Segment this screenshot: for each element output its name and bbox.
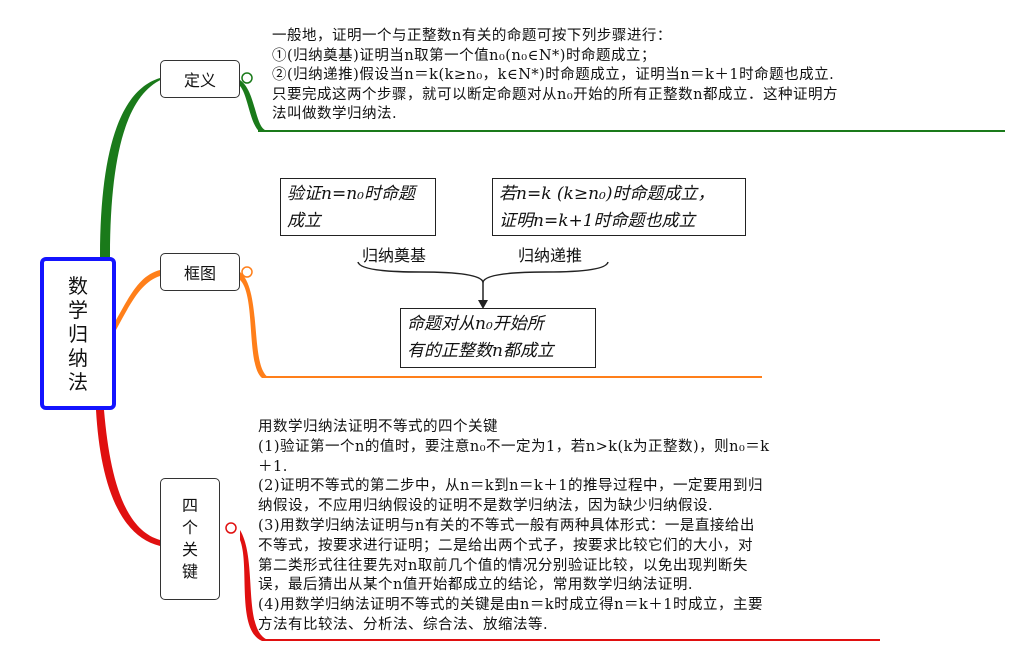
- connector-keys-tail: [240, 530, 268, 641]
- text-line: ＋1.: [258, 458, 288, 475]
- text-line: 只要完成这两个步骤，就可以断定命题对从n₀开始的所有正整数n都成立．这种证明方: [272, 86, 838, 103]
- text-line: (2)证明不等式的第二步中，从n＝k到n＝k＋1的推导过程中，一定要用到归: [258, 478, 764, 495]
- flow-box-base: 验证n=n₀时命题 成立: [280, 178, 436, 236]
- text-line: (4)用数学归纳法证明不等式的关键是由n＝k时成立得n＝k＋1时成立，主要: [258, 597, 764, 614]
- connector-keys: [96, 410, 160, 546]
- connector-definition: [100, 78, 165, 258]
- text-line: 误，最后猜出从某个n值开始都成立的结论，常用数学归纳法证明.: [258, 577, 693, 594]
- connector-framework: [116, 270, 160, 330]
- text-line: 纳假设，不应用归纳假设的证明不是数学归纳法，因为缺少归纳假设.: [258, 498, 714, 515]
- label-induction-step: 归纳递推: [518, 246, 583, 265]
- text-line: 一般地，证明一个与正整数n有关的命题可按下列步骤进行：: [272, 28, 672, 44]
- text-line: 方法有比较法、分析法、综合法、放缩法等.: [258, 616, 549, 633]
- text-line: ①(归纳奠基)证明当n取第一个值n₀(n₀∈N*)时命题成立；: [272, 47, 656, 64]
- branch-keys[interactable]: 四个关键: [160, 478, 220, 600]
- text-line: 用数学归纳法证明不等式的四个关键: [258, 419, 498, 435]
- definition-text: 一般地，证明一个与正整数n有关的命题可按下列步骤进行： ①(归纳奠基)证明当n取…: [272, 27, 838, 125]
- root-node[interactable]: 数学归纳法: [40, 257, 116, 410]
- keys-text: 用数学归纳法证明不等式的四个关键 (1)验证第一个n的值时，要注意n₀不一定为1…: [258, 418, 770, 636]
- text-line: 法叫做数学归纳法.: [272, 106, 398, 123]
- flow-box-conclusion: 命题对从n₀开始所 有的正整数n都成立: [400, 308, 596, 368]
- branch-framework[interactable]: 框图: [160, 253, 240, 291]
- flow-box-step: 若n=k (k≥n₀)时命题成立， 证明n=k+1时命题也成立: [492, 178, 746, 236]
- text-line: 第二类形式往往要先对n取前几个值的情况分别验证比较，以免出现判断失: [258, 557, 748, 574]
- text-line: (3)用数学归纳法证明与n有关的不等式一般有两种具体形式：一是直接给出: [258, 517, 755, 534]
- arrow-head: [478, 300, 488, 309]
- connector-definition-tail: [240, 80, 265, 132]
- connector-framework-tail: [240, 272, 268, 378]
- text-line: ②(归纳递推)假设当n＝k(k≥n₀，k∈N*)时命题成立，证明当n＝k＋1时命…: [272, 67, 835, 84]
- label-induction-base: 归纳奠基: [362, 246, 427, 265]
- branch-definition[interactable]: 定义: [160, 60, 240, 98]
- text-line: (1)验证第一个n的值时，要注意n₀不一定为1，若n>k(k为正整数)，则n₀＝…: [258, 438, 770, 455]
- text-line: 不等式，按要求进行证明；二是给出两个式子，按要求比较它们的大小，对: [258, 537, 753, 554]
